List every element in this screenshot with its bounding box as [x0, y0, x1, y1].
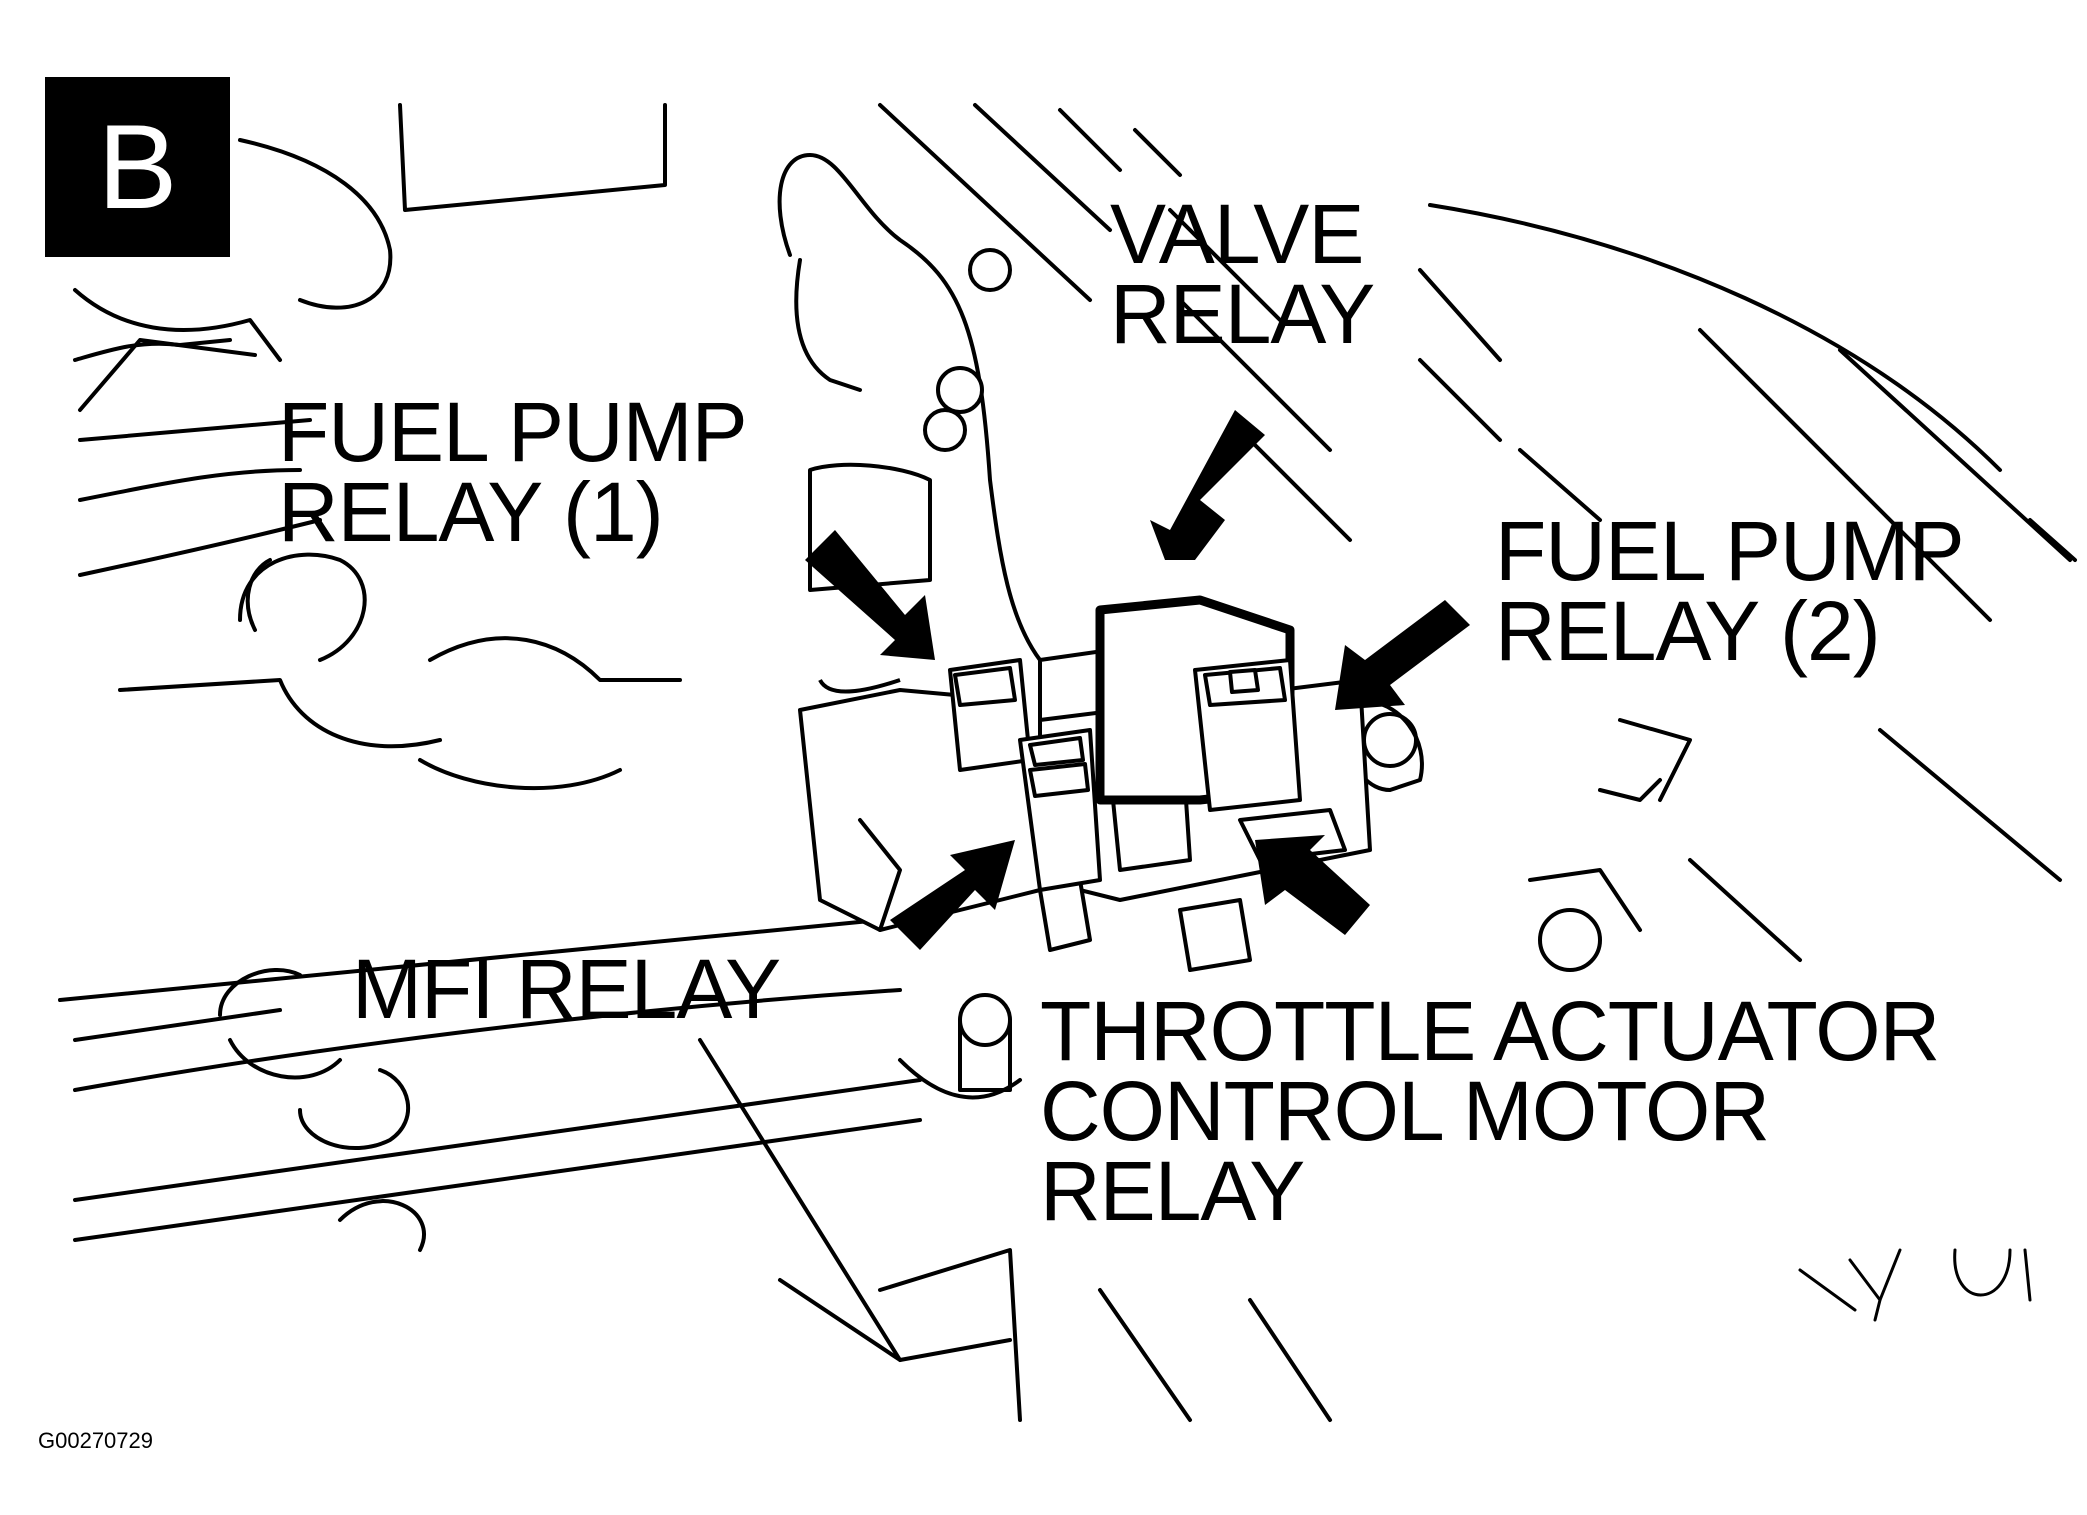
- corner-marks: [1798, 1248, 2032, 1322]
- engine-outlines: [58, 103, 1332, 1422]
- section-letter: B: [97, 100, 178, 234]
- arrow-valve-relay: [1150, 410, 1265, 560]
- relays: [818, 595, 1302, 892]
- arrow-mfi-relay: [890, 840, 1015, 950]
- label-valve-relay: VALVE RELAY: [1110, 187, 1375, 361]
- arrow-fuel-pump-relay-2: [1335, 600, 1470, 710]
- label-fuel-pump-relay-2: FUEL PUMP RELAY (2): [1495, 504, 1965, 678]
- arrow-throttle-relay: [1255, 835, 1370, 935]
- section-badge: B: [45, 77, 230, 257]
- label-fuel-pump-relay-1: FUEL PUMP RELAY (1): [278, 385, 748, 559]
- label-throttle-actuator-relay: THROTTLE ACTUATOR CONTROL MOTOR RELAY: [1040, 984, 1940, 1238]
- label-mfi-relay: MFI RELAY: [352, 942, 781, 1036]
- callout-arrows: [805, 410, 1470, 950]
- arrow-fuel-pump-relay-1: [805, 530, 935, 660]
- wire-and-bolts: [777, 153, 1692, 1100]
- hatch-lines: [878, 103, 2077, 962]
- figure-id: G00270729: [38, 1428, 153, 1453]
